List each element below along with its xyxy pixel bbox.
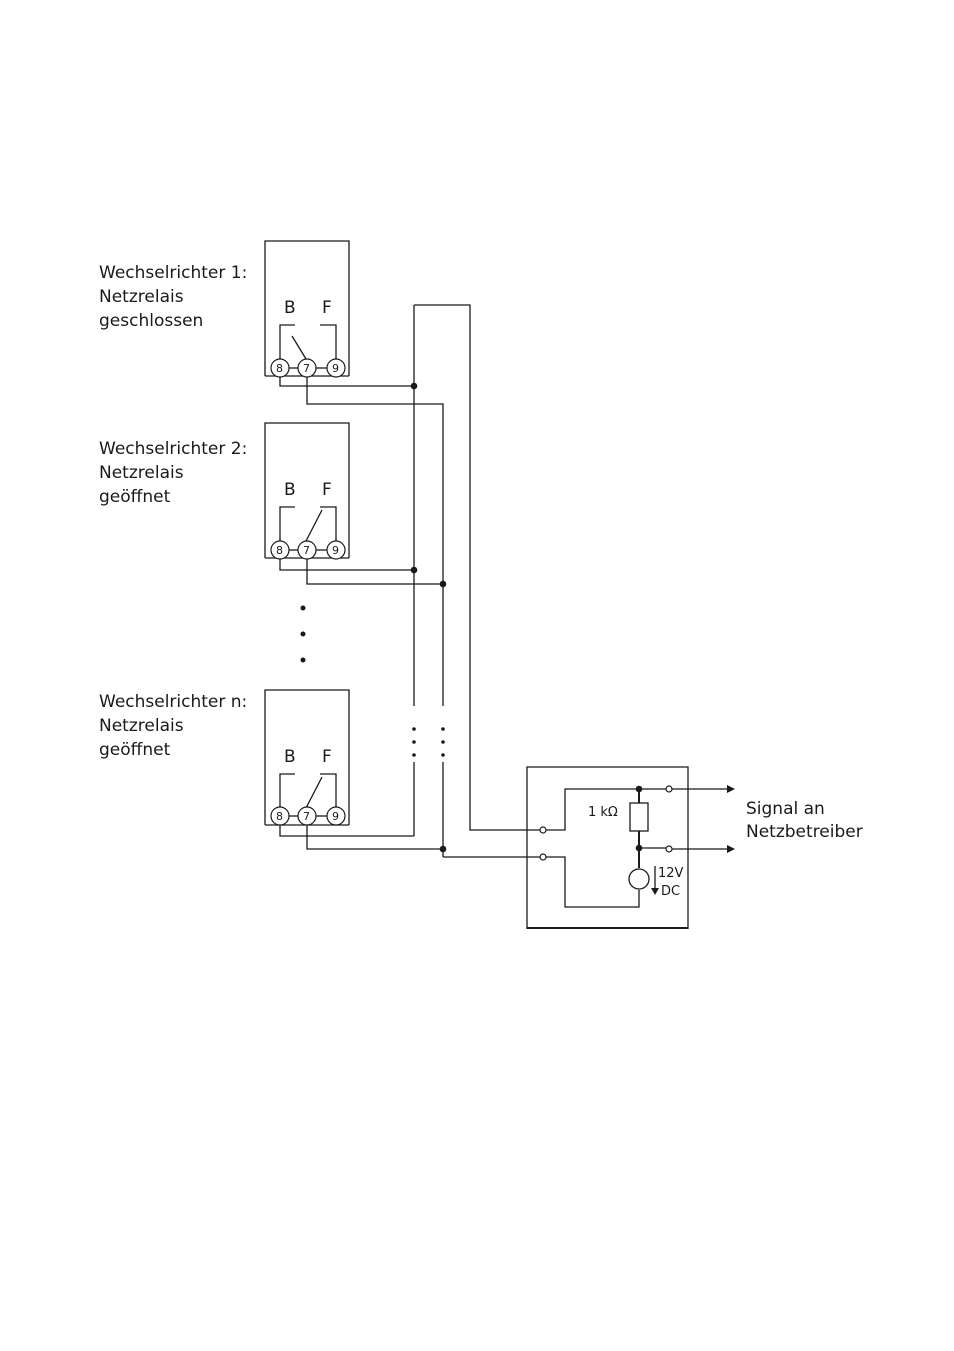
svg-text:9: 9 [332,810,339,823]
output-label-line1: Signal an [746,799,825,819]
junction-dot [439,845,447,853]
svg-text:9: 9 [332,362,339,375]
svg-text:7: 7 [303,810,310,823]
inverter-1-box: B F 8 7 9 [264,240,350,378]
output-label-line2: Netzbetreiber [746,822,863,842]
continuation-dot [300,605,306,611]
contact-b-label: B [284,298,296,318]
contact-f-label: F [322,298,332,318]
voltage-source [628,868,650,890]
input-terminal [539,853,547,861]
svg-text:7: 7 [303,362,310,375]
inverter-2-title: Wechselrichter 2: [99,439,247,459]
inverter-n-box: B F 8 7 9 [264,689,350,826]
arrow-down-icon [651,888,659,895]
relay-switch [305,509,323,542]
contact-f-label: F [322,480,332,500]
inverter-1-title: Wechselrichter 1: [99,263,247,283]
contact-b-label: B [284,480,296,500]
resistor [629,802,649,832]
junction-dot [439,580,447,588]
source-voltage-label: 12V [658,866,684,881]
relay-switch [291,335,307,360]
svg-text:7: 7 [303,544,310,557]
svg-text:8: 8 [276,362,283,375]
source-type-label: DC [661,884,680,899]
contact-f-label: F [322,747,332,767]
inverter-2-relay-label: Netzrelais [99,463,184,483]
arrow-right-icon [727,785,735,793]
input-terminal [539,826,547,834]
svg-text:9: 9 [332,544,339,557]
junction-dot [410,566,418,574]
svg-text:8: 8 [276,544,283,557]
arrow-right-icon [727,845,735,853]
contact-b-label: B [284,747,296,767]
inverter-n-title: Wechselrichter n: [99,692,247,712]
continuation-dot [300,657,306,663]
junction-dot [410,382,418,390]
svg-text:8: 8 [276,810,283,823]
inverter-1-relay-label: Netzrelais [99,287,184,307]
resistor-label: 1 kΩ [588,805,618,820]
junction-dot [635,844,643,852]
output-terminal [665,845,673,853]
inverter-1-state: geschlossen [99,311,203,331]
inverter-n-relay-label: Netzrelais [99,716,184,736]
relay-switch [305,776,323,809]
output-terminal [665,785,673,793]
inverter-2-state: geöffnet [99,487,171,507]
inverter-n-state: geöffnet [99,740,171,760]
signal-box: 1 kΩ 12V DC [526,766,689,929]
continuation-dot [300,631,306,637]
bus-a-return [414,304,543,831]
inverter-2-box: B F 8 7 9 [264,422,350,560]
junction-dot [635,785,643,793]
